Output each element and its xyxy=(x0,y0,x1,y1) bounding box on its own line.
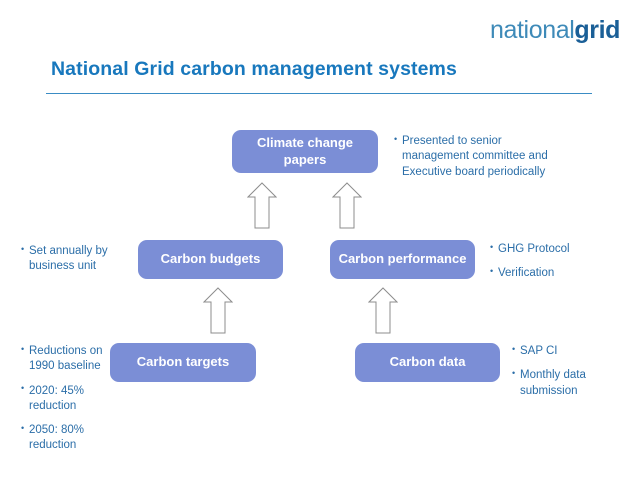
bullet-item: SAP CI xyxy=(512,343,622,359)
up-arrow-icon-targets-to-budgets xyxy=(203,287,233,334)
bullet-item: Presented to senior management committee… xyxy=(394,134,570,180)
annotation-carbon-performance: GHG Protocol Verification xyxy=(490,241,608,282)
node-carbon-budgets[interactable]: Carbon budgets xyxy=(138,240,283,279)
up-arrow-icon-performance-to-papers xyxy=(332,182,362,229)
title-divider xyxy=(46,93,592,94)
up-arrow-icon-budgets-to-papers xyxy=(247,182,277,229)
bullet-item: GHG Protocol xyxy=(490,241,608,257)
annotation-carbon-targets: Reductions on 1990 baseline 2020: 45% re… xyxy=(21,344,119,454)
bullet-item: 2020: 45% reduction xyxy=(21,383,119,415)
annotation-climate-change-papers: Presented to senior management committee… xyxy=(394,134,570,180)
bullet-item: Reductions on 1990 baseline xyxy=(21,344,119,375)
bullet-item: Monthly data submission xyxy=(512,368,622,399)
annotation-carbon-budgets: Set annually by business unit xyxy=(21,244,131,275)
annotation-carbon-data: SAP CI Monthly data submission xyxy=(512,343,622,399)
up-arrow-icon-data-to-performance xyxy=(368,287,398,334)
bullet-item: Verification xyxy=(490,266,608,281)
national-grid-logo: nationalgrid xyxy=(490,18,620,43)
bullet-item: Set annually by business unit xyxy=(21,244,131,275)
node-carbon-performance[interactable]: Carbon performance xyxy=(330,240,475,279)
logo-text-grid: grid xyxy=(574,16,620,44)
node-carbon-data[interactable]: Carbon data xyxy=(355,343,500,382)
page-title: National Grid carbon management systems xyxy=(51,58,457,80)
node-carbon-targets[interactable]: Carbon targets xyxy=(110,343,256,382)
node-climate-change-papers[interactable]: Climate change papers xyxy=(232,130,378,173)
bullet-item: 2050: 80% reduction xyxy=(21,423,119,454)
logo-text-national: national xyxy=(490,16,575,44)
